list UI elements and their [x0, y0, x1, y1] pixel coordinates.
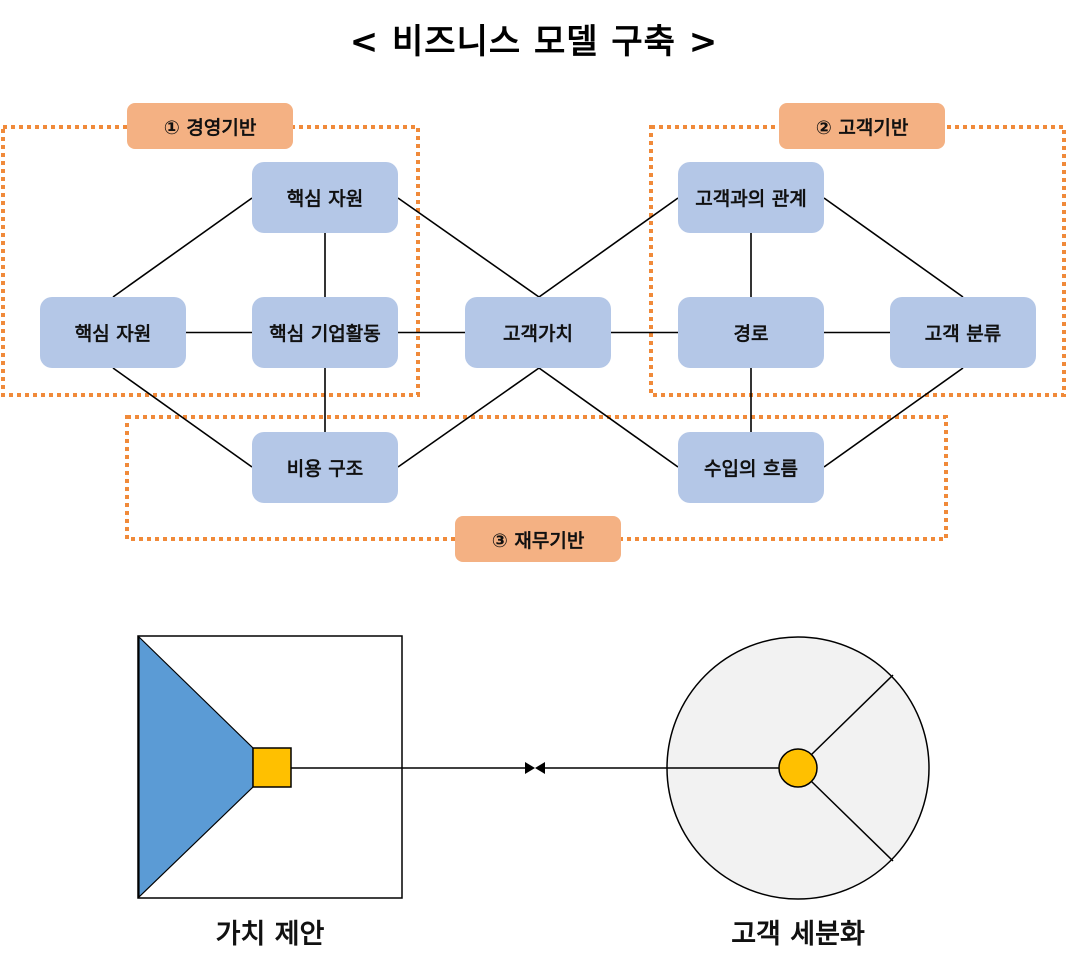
node-key-resources-left: 핵심 자원	[40, 297, 186, 368]
edge-customer-value-to-cost-structure	[397, 367, 540, 468]
group-border-finance	[125, 415, 948, 541]
edge-customer-segments-to-revenue-streams	[823, 367, 964, 468]
node-customer-relationship: 고객과의 관계	[678, 162, 824, 233]
node-key-activities: 핵심 기업활동	[252, 297, 398, 368]
edges-layer	[112, 197, 964, 468]
edge-key-resources-top-to-key-resources-left	[112, 197, 253, 298]
edge-key-resources-left-to-cost-structure	[112, 367, 253, 468]
node-revenue-streams: 수입의 흐름	[678, 432, 824, 503]
group-border-management	[1, 125, 420, 397]
node-channels: 경로	[678, 297, 824, 368]
segmentation-center-dot	[778, 748, 818, 788]
group-label-management: ① 경영기반	[127, 103, 293, 149]
node-customer-value: 고객가치	[465, 297, 611, 368]
page-title: < 비즈니스 모델 구축 >	[349, 22, 719, 62]
arrow-right-icon	[525, 762, 535, 774]
group-label-customer: ② 고객기반	[779, 103, 945, 149]
value-proposition-square	[252, 747, 292, 788]
node-customer-segments: 고객 분류	[890, 297, 1036, 368]
arrow-left-icon	[535, 762, 545, 774]
segment-divider-upper	[810, 674, 894, 756]
value-proposition-caption: 가치 제안	[215, 919, 325, 950]
edge-customer-relationship-to-customer-segments	[823, 197, 964, 298]
node-key-resources-top: 핵심 자원	[252, 162, 398, 233]
group-border-customer	[649, 125, 1066, 397]
customer-segmentation-caption: 고객 세분화	[731, 919, 865, 950]
group-label-finance: ③ 재무기반	[455, 516, 621, 562]
edge-customer-value-to-customer-relationship	[538, 197, 679, 298]
segment-divider-lower	[810, 780, 894, 862]
edge-customer-value-to-revenue-streams	[538, 367, 679, 468]
node-cost-structure: 비용 구조	[252, 432, 398, 503]
edge-key-resources-top-to-customer-value	[397, 197, 540, 298]
